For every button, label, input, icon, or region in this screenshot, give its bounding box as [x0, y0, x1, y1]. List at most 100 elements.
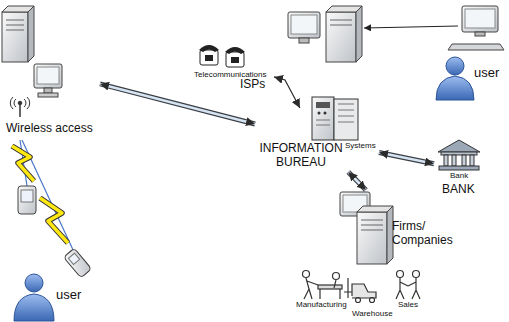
node-label: ISPs: [240, 78, 265, 92]
mobile-phone: [64, 248, 92, 278]
bank-building: [470, 155, 474, 166]
worker-figures: [333, 273, 340, 280]
arrowhead: [379, 153, 434, 164]
user-figure: [14, 294, 54, 321]
server-tower: [356, 6, 362, 62]
server-rack: [318, 112, 321, 115]
connector: [274, 77, 300, 108]
server-rack: [338, 110, 354, 111]
connector-line: [348, 172, 366, 190]
node-box: user: [12, 272, 83, 320]
area-label: Sales: [398, 300, 418, 309]
connector-line: [348, 172, 366, 190]
desktop-pc: [448, 6, 504, 50]
server-tower: [291, 15, 317, 34]
worker-figures: [303, 271, 421, 303]
worker-figures: [397, 271, 404, 278]
mobile-phone: [68, 253, 79, 264]
desktop-pc: [475, 32, 485, 36]
server-tower: [2, 6, 34, 62]
user-figure: [25, 274, 43, 292]
arrowhead: [274, 77, 300, 108]
connector-line: [100, 84, 255, 124]
worker-figures: [408, 278, 420, 299]
arrowhead: [348, 172, 366, 190]
worker-figures: [413, 271, 420, 278]
worker-figures: [356, 298, 361, 303]
user-figure: [14, 274, 54, 321]
node-label: Firms/ Companies: [392, 220, 468, 248]
pda: [18, 186, 36, 214]
area-label: Warehouse: [352, 309, 393, 318]
server-tower: [6, 25, 24, 26]
antenna: [18, 101, 22, 105]
connector: [379, 153, 434, 164]
pda: [18, 186, 36, 214]
connector-line: [100, 84, 255, 124]
server-rack: [334, 99, 358, 140]
worker-figures: [344, 278, 352, 298]
server-tower: [288, 6, 362, 62]
node-label: user: [474, 66, 499, 81]
radio-link: [40, 198, 68, 243]
antenna: [10, 97, 29, 117]
node-box: Wireless access: [0, 4, 100, 138]
monitor: [44, 88, 52, 93]
worker-figures: [320, 289, 340, 299]
node-box: TelecommunicationsISPs: [190, 36, 274, 94]
node-label: Wireless access: [6, 122, 93, 136]
connector: [348, 172, 366, 190]
monitor: [38, 93, 58, 97]
node-label: Bank: [450, 171, 468, 180]
data-arrow: [364, 26, 458, 28]
node-label: BANK: [442, 183, 475, 197]
antenna: [10, 97, 29, 109]
server-tower: [2, 12, 28, 62]
area-label: Manufacturing: [296, 300, 347, 309]
server-rack: [324, 112, 327, 115]
desktop-pc: [462, 6, 498, 32]
server-tower: [330, 20, 352, 21]
telephone: [205, 55, 213, 61]
server-tower: [6, 30, 24, 31]
monitor: [37, 67, 59, 84]
bank-building: [438, 140, 480, 152]
server-tower: [361, 230, 383, 231]
server-tower: [340, 192, 393, 264]
server-tower: [330, 25, 352, 26]
worker-figures: [304, 278, 318, 299]
server-rack: [316, 102, 330, 108]
monitor: [34, 64, 62, 97]
bank-building: [444, 155, 448, 166]
server-rack: [338, 122, 354, 123]
connector-line: [379, 153, 434, 164]
server-rack: [312, 97, 358, 140]
telephone: [200, 50, 218, 65]
node-box: BankBANK: [434, 140, 490, 199]
arrowhead: [100, 84, 255, 124]
server-rack: [312, 97, 334, 140]
bank-building: [439, 166, 479, 170]
telephone: [225, 47, 245, 54]
telephone: [231, 57, 239, 63]
mobile-phone: [64, 248, 92, 278]
desktop-pc: [465, 9, 495, 28]
user-figure: [436, 76, 474, 100]
node-box: Firms/ Companies: [338, 190, 470, 268]
connector-line: [274, 77, 300, 108]
server-tower: [288, 12, 320, 38]
connector: [100, 84, 255, 124]
worker-figures: [352, 284, 376, 298]
radio-link: [12, 146, 34, 181]
server-tower: [28, 6, 34, 62]
user-figure: [446, 57, 464, 75]
connector-line: [379, 153, 434, 164]
pda: [21, 190, 33, 202]
telephone: [199, 45, 219, 52]
server-rack: [316, 120, 330, 121]
server-rack: [316, 125, 330, 126]
desktop-pc: [448, 44, 504, 50]
